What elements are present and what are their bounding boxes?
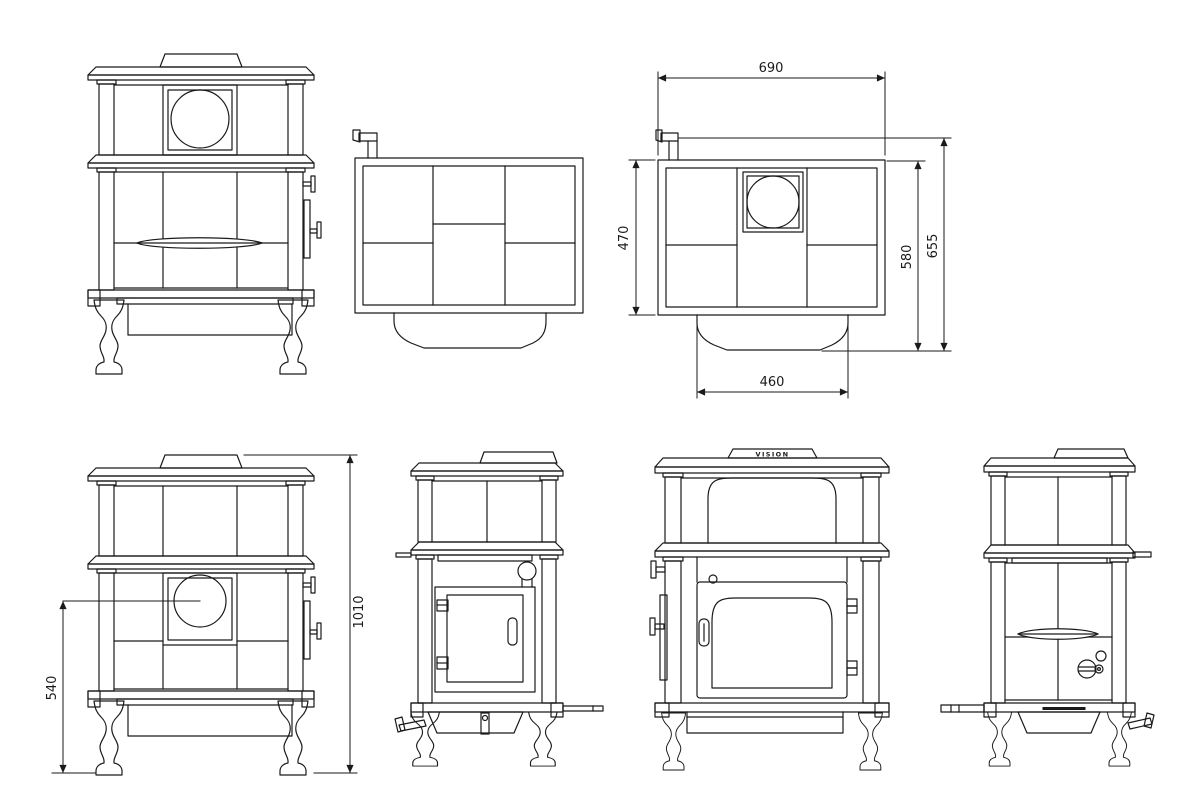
view-side-left-dimensioned: 540 1010 xyxy=(45,455,367,775)
view-rear xyxy=(394,451,604,767)
stove-shell xyxy=(88,54,321,374)
ash-rod xyxy=(940,704,985,713)
stove-leg xyxy=(528,711,558,767)
dim-label-overall-height: 1010 xyxy=(352,595,367,628)
top-plate-outline xyxy=(354,157,584,314)
view-front: VISION xyxy=(649,448,890,771)
top-cap xyxy=(479,451,558,464)
flue-collar xyxy=(517,561,537,581)
dimension-flue-top-height: 655 xyxy=(677,137,952,352)
dimension-porthole-height: 540 xyxy=(45,600,201,774)
dim-label-body-height: 580 xyxy=(900,245,915,270)
dimension-front-plate-width: 460 xyxy=(696,321,849,399)
porthole-circle xyxy=(170,89,230,149)
door-hinge xyxy=(846,660,858,669)
door-handle-slot xyxy=(507,617,518,646)
dim-label-flue-top-height: 655 xyxy=(926,234,941,259)
dimension-overall-height: 1010 xyxy=(243,454,367,774)
flue-pipe xyxy=(352,129,378,159)
hotplate-frame xyxy=(742,171,804,233)
thermostat-knob xyxy=(1077,650,1107,679)
door-pivot xyxy=(708,574,718,584)
view-top-plain xyxy=(352,129,584,349)
brand-text: VISION xyxy=(756,451,790,459)
rear-door-frame xyxy=(434,586,536,693)
rear-door xyxy=(446,594,524,683)
side-knob xyxy=(650,560,657,579)
view-side-left-top xyxy=(88,54,321,374)
dim-label-porthole-height: 540 xyxy=(45,676,60,701)
ash-pan xyxy=(1017,711,1101,734)
side-lever xyxy=(395,552,412,558)
top-plate-outline xyxy=(657,159,886,316)
stove-shell xyxy=(88,455,321,775)
front-apron-curve xyxy=(696,314,849,351)
stove-leg xyxy=(987,711,1013,767)
upper-arch-panel xyxy=(707,477,837,544)
dim-label-front-plate-width: 460 xyxy=(760,375,785,390)
fire-door-window xyxy=(711,597,833,689)
fire-door-handle xyxy=(698,618,710,647)
dimension-top-width: 690 xyxy=(657,61,886,156)
stove-leg xyxy=(857,712,883,771)
side-rod xyxy=(1132,551,1152,558)
front-apron-curve xyxy=(393,312,547,349)
view-side-right xyxy=(940,448,1155,767)
porthole-frame xyxy=(162,84,238,156)
ash-pan xyxy=(427,711,524,734)
dim-label-top-depth: 470 xyxy=(617,226,632,251)
stove-leg xyxy=(1106,711,1132,767)
side-knob xyxy=(649,617,656,636)
stove-leg xyxy=(410,711,440,767)
flue-pipe xyxy=(655,129,679,161)
top-cap xyxy=(1053,448,1129,459)
fire-door xyxy=(696,581,848,699)
door-hinge xyxy=(846,598,858,607)
ash-rod xyxy=(562,705,604,712)
dimension-top-depth: 470 xyxy=(617,159,656,316)
porthole-frame xyxy=(162,572,238,646)
hotplate-circle xyxy=(746,175,800,229)
side-door-edge xyxy=(659,594,668,681)
dimension-body-height: 580 xyxy=(886,160,926,352)
view-top-dimensioned: 690 470 580 655 460 xyxy=(617,61,952,399)
stove-leg xyxy=(661,712,687,771)
dim-label-top-width: 690 xyxy=(759,61,784,76)
